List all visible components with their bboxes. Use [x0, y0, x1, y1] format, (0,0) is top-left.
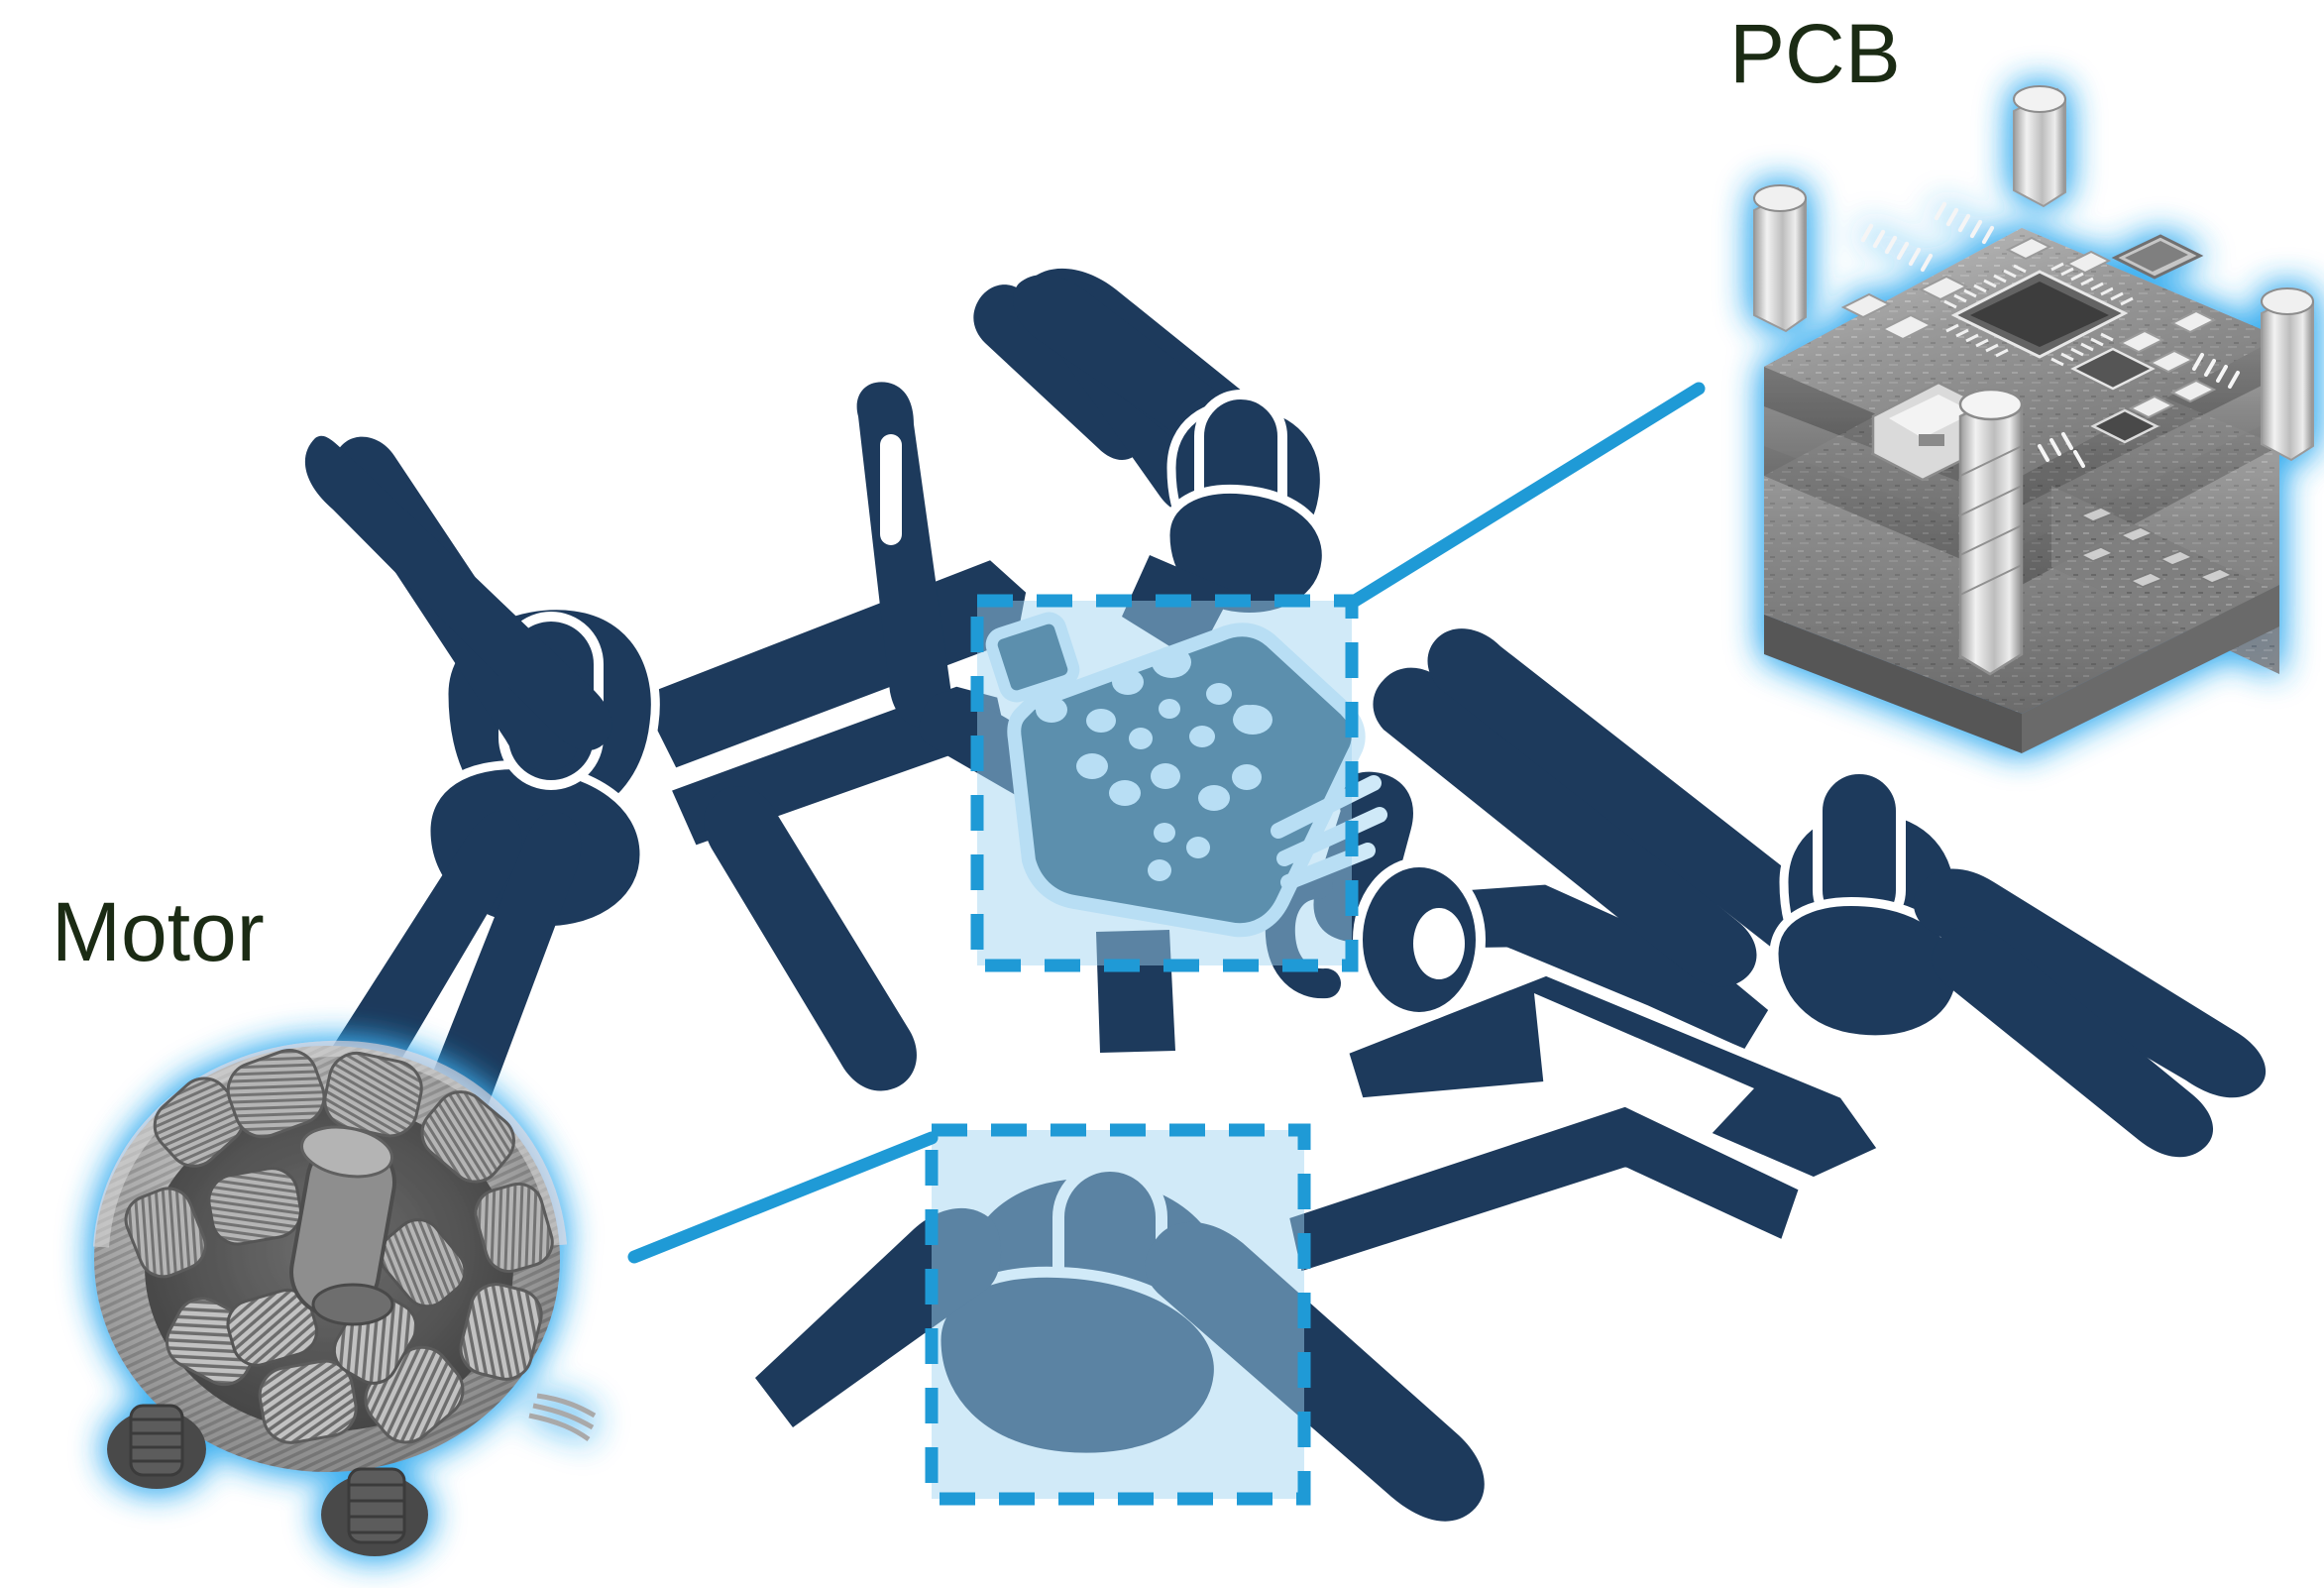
callout-label-pcb: PCB	[1729, 7, 1901, 100]
frame-arm-right-upper	[1373, 628, 1855, 987]
callout-label-motor: Motor	[52, 885, 265, 978]
motor-screws	[107, 1404, 428, 1556]
motor-wires	[528, 1393, 597, 1442]
frame-truss-right	[1279, 875, 1888, 1282]
dashed-selection-box-pcb[interactable]	[970, 594, 1359, 972]
drone-frame-group	[304, 268, 2267, 1522]
propeller-left-lower	[704, 786, 917, 1091]
pcb-component-dots	[1036, 646, 1273, 881]
propeller-right	[1913, 868, 2267, 1158]
leader-line-pcb	[1345, 382, 1706, 610]
motor-highlight-fill	[932, 1130, 1304, 1499]
dashed-selection-box-motor[interactable]	[925, 1123, 1311, 1506]
highlight-overlays	[932, 601, 1352, 1499]
propeller-lower-right	[1145, 1221, 1485, 1522]
motor-shaft	[289, 1125, 396, 1326]
rotor-pod-top-center	[1122, 390, 1331, 662]
propeller-lower-left	[755, 1207, 1002, 1427]
selection-boxes[interactable]	[925, 594, 1359, 1506]
leader-line-motor	[627, 1131, 939, 1264]
pcb-highlight-fill	[977, 601, 1352, 965]
antenna-blade	[856, 382, 952, 729]
leader-lines	[627, 382, 1706, 1264]
pcb-scan-image	[1753, 85, 2314, 753]
motor-scan-image	[93, 1040, 597, 1556]
rotor-pod-right	[1769, 764, 1965, 1045]
center-hexagon-body	[985, 612, 1387, 938]
